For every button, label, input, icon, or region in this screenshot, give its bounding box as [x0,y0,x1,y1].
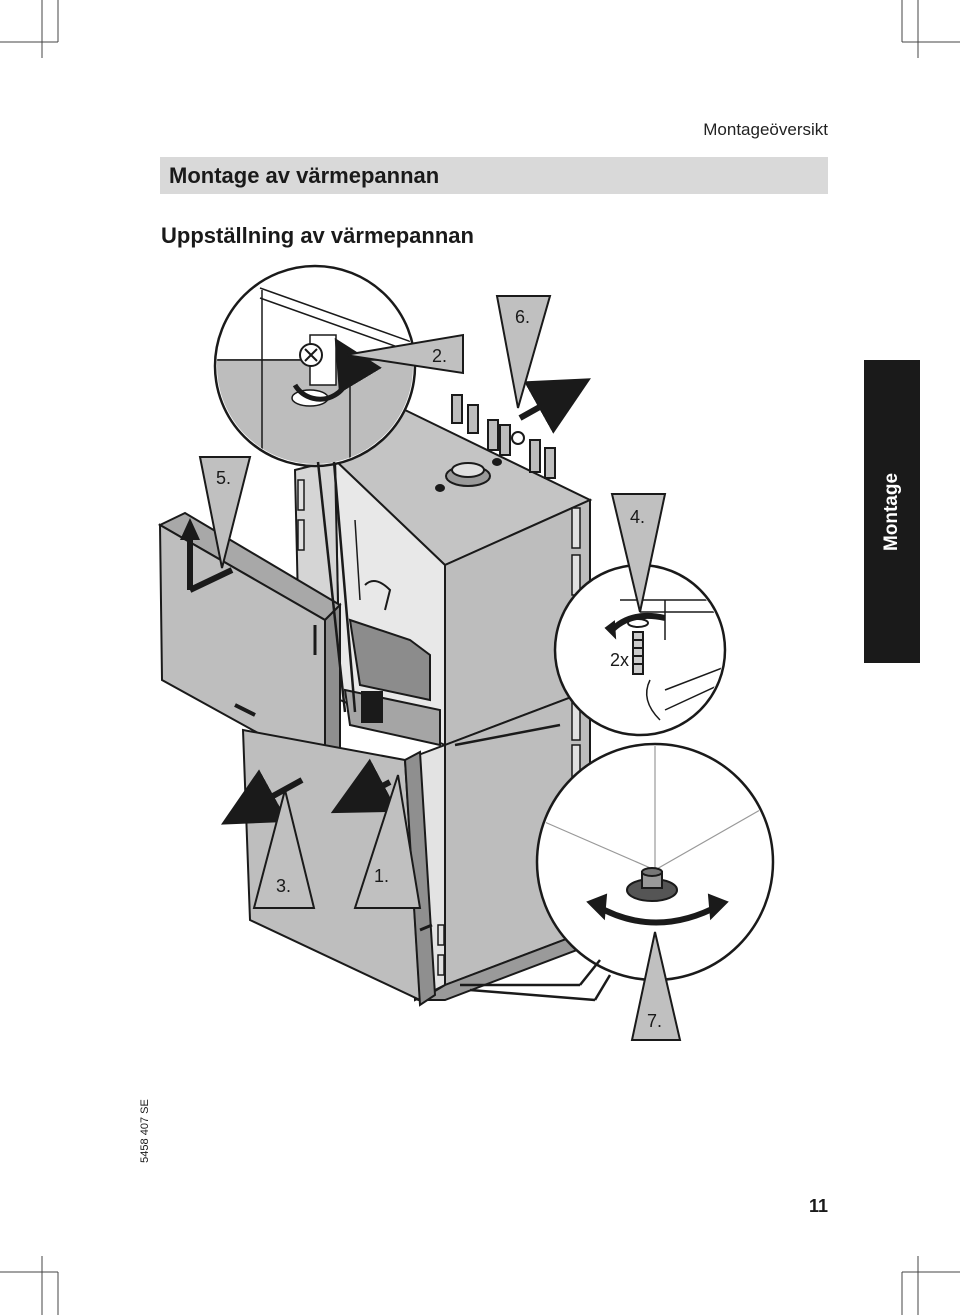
flue-outlet [435,458,502,492]
callout-7 [630,931,682,1041]
callout-5 [198,456,252,569]
step-label-5: 5. [216,468,231,488]
step-label-3: 3. [276,876,291,896]
detail-circle-top-screw [213,264,417,468]
side-tab[interactable]: Montage [864,360,920,663]
step-label-2: 2. [432,346,447,366]
callout-4 [610,493,667,613]
step-label-4: 4. [630,507,645,527]
side-vents [297,479,581,976]
running-header: Montageöversikt [703,120,828,139]
motion-arrows [180,378,591,825]
screw-count-label: 2x [610,650,629,670]
leader-lines [316,461,612,1002]
callout-3 [252,789,316,909]
control-unit [343,519,441,747]
step-label-1: 1. [374,866,389,886]
detail-circle-panel-screws: 2x [553,563,727,737]
document-number-text: 5458 407 SE [139,1099,151,1163]
top-connections [451,394,556,479]
page-number: 11 [808,1196,828,1216]
callout-6 [495,295,552,409]
section-title: Montage av värmepannan [169,163,440,188]
detail-circle-leveling-foot [535,742,775,982]
callout-2 [344,333,464,375]
callout-1 [353,774,422,909]
subsection-title: Uppställning av värmepannan [161,223,474,248]
step-label-6: 6. [515,307,530,327]
step-label-7: 7. [647,1011,662,1031]
step-callouts [198,295,682,1041]
section-title-bar: Montage av värmepannan [160,157,828,194]
